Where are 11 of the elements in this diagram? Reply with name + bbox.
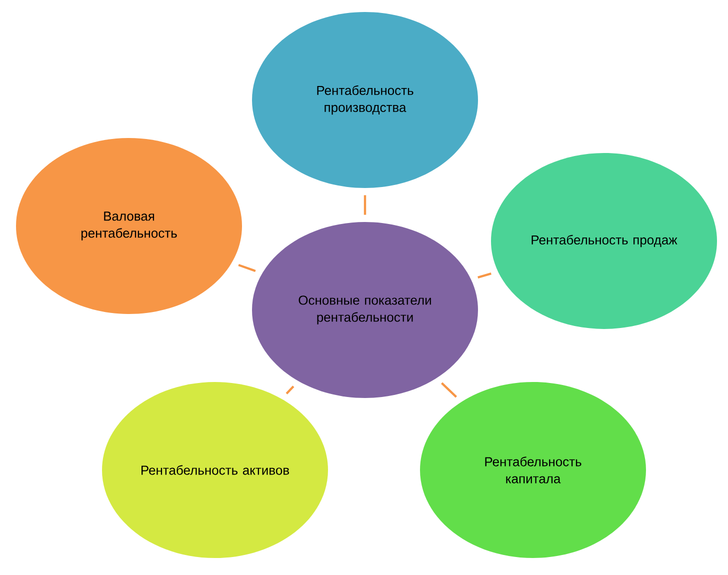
connector-line bbox=[440, 382, 458, 398]
connector-line bbox=[286, 386, 294, 394]
ellipse-node: Рентабельность продаж bbox=[491, 153, 717, 329]
ellipse-node: Валовая рентабельность bbox=[16, 138, 242, 314]
connector-line bbox=[238, 264, 256, 272]
connector-line bbox=[364, 195, 366, 215]
connector-line bbox=[478, 272, 492, 278]
ellipse-node: Рентабельность производства bbox=[252, 12, 478, 188]
ellipse-node: Основные показатели рентабельности bbox=[252, 222, 478, 398]
ellipse-node: Рентабельность активов bbox=[102, 382, 328, 558]
ellipse-node: Рентабельность капитала bbox=[420, 382, 646, 558]
